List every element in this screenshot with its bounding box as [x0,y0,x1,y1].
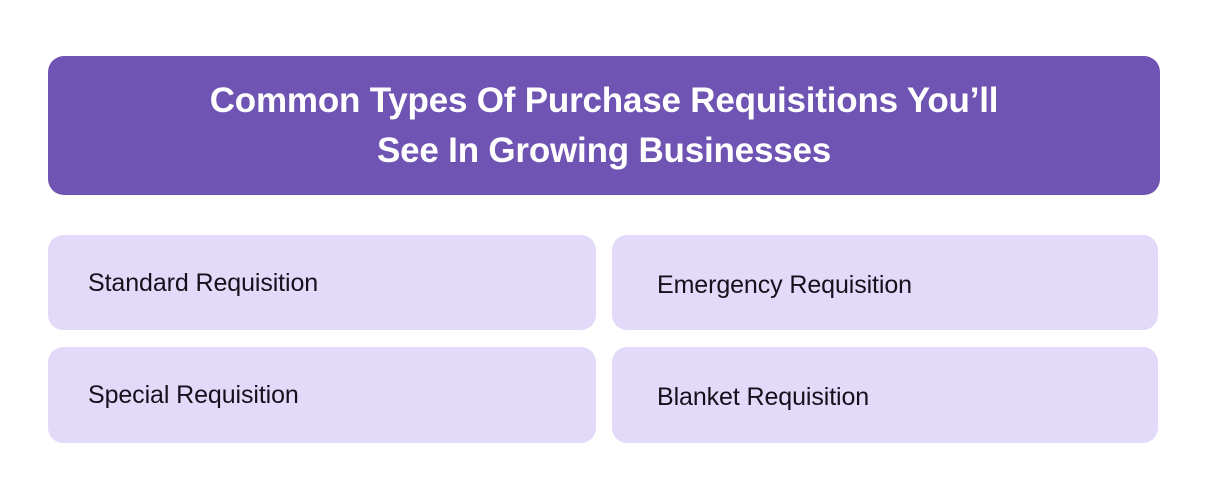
requisition-card-blanket[interactable]: Blanket Requisition [612,347,1158,443]
requisition-card-label: Emergency Requisition [657,270,912,299]
requisition-card-label: Blanket Requisition [657,383,870,411]
requisition-card-standard[interactable]: Standard Requisition [48,235,596,330]
header-banner: Common Types Of Purchase Requisitions Yo… [48,56,1160,195]
requisition-card-label: Special Requisition [88,381,299,409]
requisition-card-label: Standard Requisition [88,268,319,297]
requisition-type-grid: Standard Requisition Emergency Requisiti… [48,235,1158,443]
requisition-card-emergency[interactable]: Emergency Requisition [612,235,1158,330]
requisition-card-special[interactable]: Special Requisition [48,347,596,443]
page-title: Common Types Of Purchase Requisitions Yo… [209,80,999,170]
